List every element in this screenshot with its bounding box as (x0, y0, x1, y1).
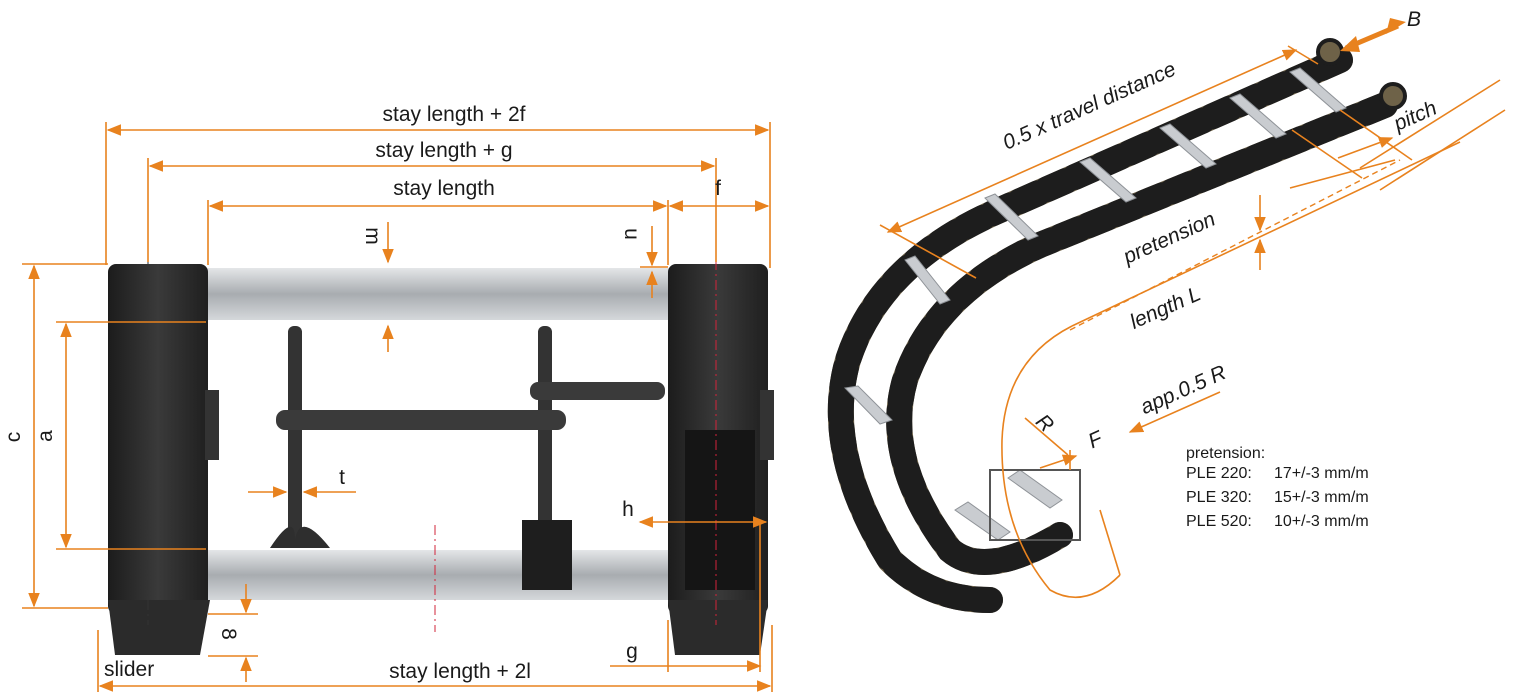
label-app-R: app.0.5 R (1137, 361, 1230, 419)
upper-end-right (1379, 82, 1407, 110)
left-foot (108, 600, 210, 655)
left-side-link (108, 264, 208, 614)
pretension-row-value: 15+/-3 mm/m (1274, 489, 1369, 506)
label-stay-length: stay length (393, 177, 495, 200)
label-length-L: length L (1127, 282, 1205, 333)
label-F: F (1085, 426, 1107, 453)
label-t: t (339, 466, 345, 489)
label-g: g (626, 640, 638, 663)
right-tab (760, 390, 774, 460)
upper-end-left (1316, 38, 1344, 66)
crossbar-upper (530, 382, 665, 400)
top-stay-bar (200, 268, 670, 320)
right-dimension-lines (879, 18, 1506, 598)
label-u: u (620, 228, 643, 240)
label-R: R (1031, 410, 1058, 437)
label-f: f (715, 177, 721, 200)
pretension-row-value: 10+/-3 mm/m (1274, 513, 1369, 530)
left-dimension-labels: stay length + 2f stay length + g stay le… (2, 103, 721, 683)
label-B: B (1407, 8, 1421, 31)
arrow-head-back (1340, 36, 1360, 52)
left-dimension-lines (22, 122, 773, 692)
label-a: a (34, 430, 57, 442)
label-stay-length-g: stay length + g (375, 139, 512, 162)
arrow-head-front (1386, 18, 1406, 34)
lower-end-bracket (989, 469, 1081, 541)
chain-links-inner (886, 92, 1398, 575)
energy-chain-3d (827, 38, 1407, 613)
separator-left (288, 326, 302, 541)
label-c: c (2, 432, 25, 443)
separator-left-foot (270, 526, 330, 548)
pretension-table: pretension: PLE 220: 17+/-3 mm/m PLE 320… (1186, 445, 1369, 530)
right-foot (668, 600, 768, 655)
label-m: m (361, 227, 384, 245)
right-inner-slot (685, 430, 755, 590)
pretension-row-model: PLE 220: (1186, 465, 1252, 482)
pretension-title: pretension: (1186, 445, 1265, 462)
pretension-row-value: 17+/-3 mm/m (1274, 465, 1369, 482)
label-slider: slider (104, 658, 154, 681)
label-stay-length-2l: stay length + 2l (389, 660, 531, 683)
pretension-row-model: PLE 520: (1186, 513, 1252, 530)
left-tab (205, 390, 219, 460)
separator-right-foot (522, 520, 572, 590)
label-stay-length-2f: stay length + 2f (382, 103, 525, 126)
label-h: h (622, 498, 634, 521)
chain-links-outer (827, 47, 1353, 613)
label-8: 8 (217, 628, 240, 640)
crossbar (276, 410, 566, 430)
pretension-row-model: PLE 320: (1186, 489, 1252, 506)
